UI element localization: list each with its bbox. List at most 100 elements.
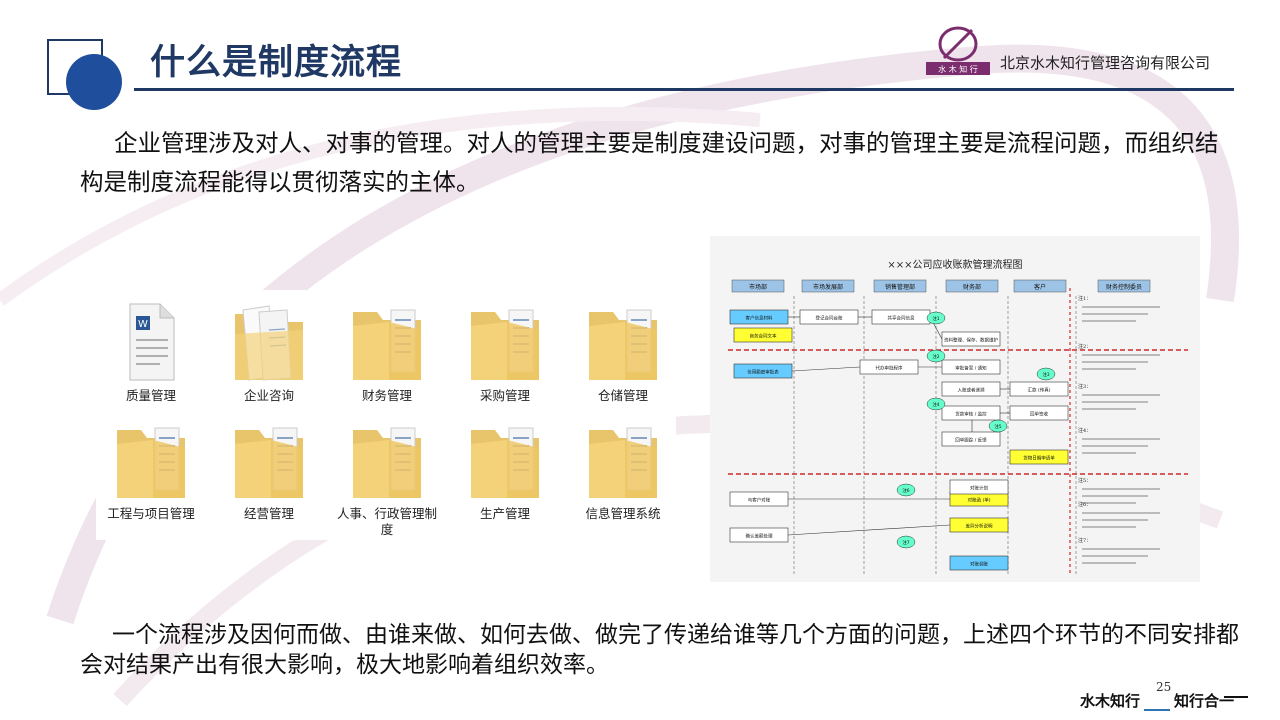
footer-left-text: 水木知行 (1080, 692, 1141, 710)
flowchart-column-header (945, 279, 999, 293)
folder-label: 信息管理系统 (585, 506, 661, 521)
footer-rule (1224, 696, 1248, 698)
folder-label: 仓储管理 (597, 388, 648, 403)
flowchart-column-label: 市场发展部 (813, 283, 843, 291)
flowchart-note-marker (1036, 367, 1056, 381)
folder-label: 财务管理 (361, 388, 412, 403)
flowchart-notes-heading: 注3： (1078, 383, 1091, 390)
flowchart-note-label: 注4 (932, 401, 939, 408)
folder-item[interactable]: 工程与项目管理 (96, 418, 206, 522)
flowchart-box-label: 差异分析说明 (966, 523, 993, 530)
flowchart-box (949, 555, 1009, 571)
flowchart-notes-heading: 注2： (1078, 343, 1091, 350)
flowchart-image: ×××公司应收账款管理流程图 市场部市场发展部销售管理部财务部客户财务控制委员 … (710, 236, 1200, 582)
flowchart-notes-heading: 注1： (1078, 295, 1091, 302)
flowchart-column-header (731, 279, 785, 293)
flowchart-note-marker (988, 419, 1008, 433)
folders-panel: W 质量管理 企业咨询 财务管理 采购管理仓储管理工程与项目管理 经营管理 人事、行政管理制… (96, 290, 676, 540)
flowchart-note-label: 注1 (932, 315, 939, 322)
folder-item[interactable]: 经营管理 (214, 418, 324, 522)
folder-label: 企业咨询 (243, 388, 294, 403)
folder-label: 经营管理 (243, 506, 294, 521)
flowchart-box-label: 与客户对账 (748, 497, 771, 504)
folder-item[interactable]: 仓储管理 (568, 300, 678, 404)
flowchart-box-label: 对账函 (单) (968, 497, 991, 504)
folder-icon (353, 309, 421, 380)
open-folder-icon (235, 305, 303, 381)
folder-icon (471, 427, 539, 498)
flowchart-column-label: 市场部 (749, 283, 767, 291)
flowchart-column-header (1013, 279, 1067, 293)
svg-text:W: W (138, 319, 148, 330)
folder-item[interactable]: 财务管理 (332, 300, 442, 404)
flowchart-note-marker (896, 483, 916, 497)
flowchart-column-header (873, 279, 927, 293)
header-circle-decoration (66, 54, 122, 110)
folder-item[interactable]: 人事、行政管理制度 (332, 418, 442, 538)
flowchart-note-marker (926, 311, 946, 325)
intro-paragraph: 企业管理涉及对人、对事的管理。对人的管理主要是制度建设问题，对事的管理主要是流程… (80, 129, 1219, 196)
flowchart-column-label: 财务控制委员 (1106, 283, 1142, 291)
folder-label: 质量管理 (125, 388, 176, 403)
flowchart-box-label: 货款审核 / 监控 (955, 411, 987, 418)
flowchart-notes-heading: 注7： (1078, 537, 1091, 544)
document-file-icon: W (129, 303, 175, 381)
flowchart-box-label: 客户信息材料 (746, 315, 773, 322)
folder-item[interactable]: 采购管理 (450, 300, 560, 404)
flowchart-box-label: 对账调账 (970, 561, 988, 568)
flowchart-column-label: 销售管理部 (885, 283, 915, 291)
flowchart-box (949, 479, 1009, 495)
folder-label: 人事、行政管理制度 (336, 506, 437, 537)
flowchart-notes-heading: 注4： (1078, 427, 1091, 434)
svg-text:水 木 知 行: 水 木 知 行 (938, 64, 978, 74)
page-title: 什么是制度流程 (150, 43, 403, 83)
flowchart-box-label: 代办审批程序 (876, 365, 903, 372)
folder-label: 生产管理 (479, 506, 530, 521)
folder-item[interactable]: 信息管理系统 (568, 418, 678, 522)
flowchart-column-label: 客户 (1034, 283, 1046, 291)
page-number: 25 (1156, 680, 1172, 694)
flowchart-column-label: 财务部 (963, 283, 981, 291)
flowchart-box-label: 对账计划 (970, 485, 988, 492)
flowchart-notes-heading: 注6： (1078, 501, 1091, 508)
flowchart-note-label: 注2 (932, 353, 939, 360)
flowchart-column-header (801, 279, 855, 293)
flowchart-box-label: 登记合同台账 (816, 315, 843, 322)
flowchart-note-marker (926, 397, 946, 411)
folder-item[interactable]: 生产管理 (450, 418, 560, 522)
flowchart-box-label: 确认差额处理 (746, 533, 773, 540)
footer-right-text: 知行合一 (1174, 692, 1235, 710)
flowchart-box (941, 431, 1001, 447)
flowchart-box-label: 回单签收 (1030, 411, 1048, 418)
flowchart-box-label: 审批备案 / 通知 (955, 365, 987, 372)
folder-icon (353, 427, 421, 498)
footer-slogan: 水木知行 知行合一 (1080, 690, 1234, 711)
flowchart-note-label: 注7 (902, 539, 909, 546)
company-logo: 水 木 知 行 (926, 26, 990, 75)
folder-icon (589, 427, 657, 498)
flowchart-column-header (1097, 279, 1151, 293)
flowchart-notes-heading: 注5： (1078, 477, 1091, 484)
flowchart-box-label: 汇款 (传真) (1028, 387, 1051, 394)
flowchart-note-label: 注3 (1042, 371, 1049, 378)
flowchart-box (733, 327, 793, 343)
header-divider (134, 88, 1234, 91)
flowchart-box-label: 货物日期申请单 (1023, 455, 1055, 462)
flowchart-note-marker (896, 535, 916, 549)
flowchart-box-label: 入账或者递溯 (958, 387, 985, 394)
folder-icon (471, 309, 539, 380)
flowchart-note-marker (926, 349, 946, 363)
company-name: 北京水木知行管理咨询有限公司 (1000, 54, 1211, 72)
folder-item[interactable]: 企业咨询 (214, 300, 324, 404)
folder-label: 工程与项目管理 (107, 506, 195, 521)
folder-item[interactable]: W 质量管理 (96, 300, 206, 404)
conclusion-paragraph: 一个流程涉及因何而做、由谁来做、如何去做、做完了传递给谁等几个方面的问题，上述四… (80, 622, 1239, 678)
folder-icon (589, 309, 657, 380)
flowchart-box-label: 共享合同信息 (888, 315, 915, 322)
flowchart-note-label: 注5 (994, 423, 1001, 430)
flowchart-box-label: 回单跟踪 / 反馈 (955, 437, 987, 444)
flowchart-title: ×××公司应收账款管理流程图 (887, 258, 1022, 271)
flowchart-box (1009, 449, 1069, 465)
flowchart-note-label: 注6 (902, 487, 909, 494)
folder-icon (235, 427, 303, 498)
